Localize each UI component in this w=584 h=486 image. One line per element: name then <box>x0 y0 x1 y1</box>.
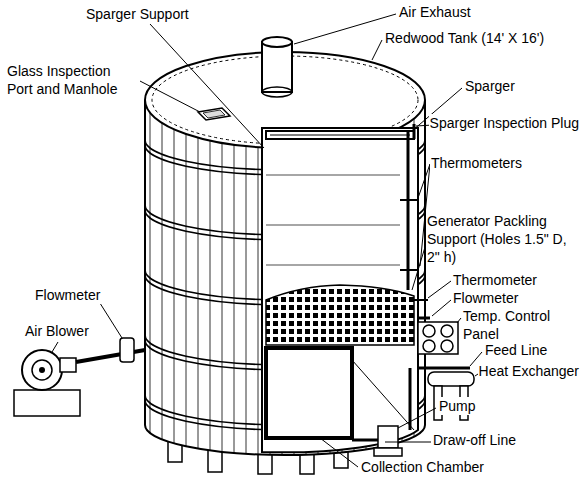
callout-label: Sparger Support <box>85 5 190 23</box>
callout-label: Collection Chamber <box>360 458 485 476</box>
callout-label: Glass Inspection Port and Manhole <box>6 62 140 98</box>
callout-label: Thermometer <box>452 271 538 289</box>
callout-label: Flowmeter <box>452 289 519 307</box>
callout-label: Pump <box>438 397 477 415</box>
callout-label: Heat Exchanger <box>478 362 580 380</box>
callout-label: Sparger <box>464 77 516 95</box>
callout-label: Generator Packling Support (Holes 1.5" D… <box>426 212 580 266</box>
callout-label: Sparger Inspection Plug <box>429 114 580 132</box>
callout-label: Air Blower <box>24 322 90 340</box>
callout-label: Thermometers <box>430 154 523 172</box>
callout-label: Draw-off Line <box>432 431 517 449</box>
callout-label: Air Exhaust <box>398 3 472 21</box>
callout-label: Temp. Control Panel <box>462 307 574 343</box>
callout-label: Redwood Tank (14' X 16') <box>384 29 545 47</box>
callout-label: Flowmeter <box>34 286 101 304</box>
callout-label: Feed Line <box>484 341 548 359</box>
